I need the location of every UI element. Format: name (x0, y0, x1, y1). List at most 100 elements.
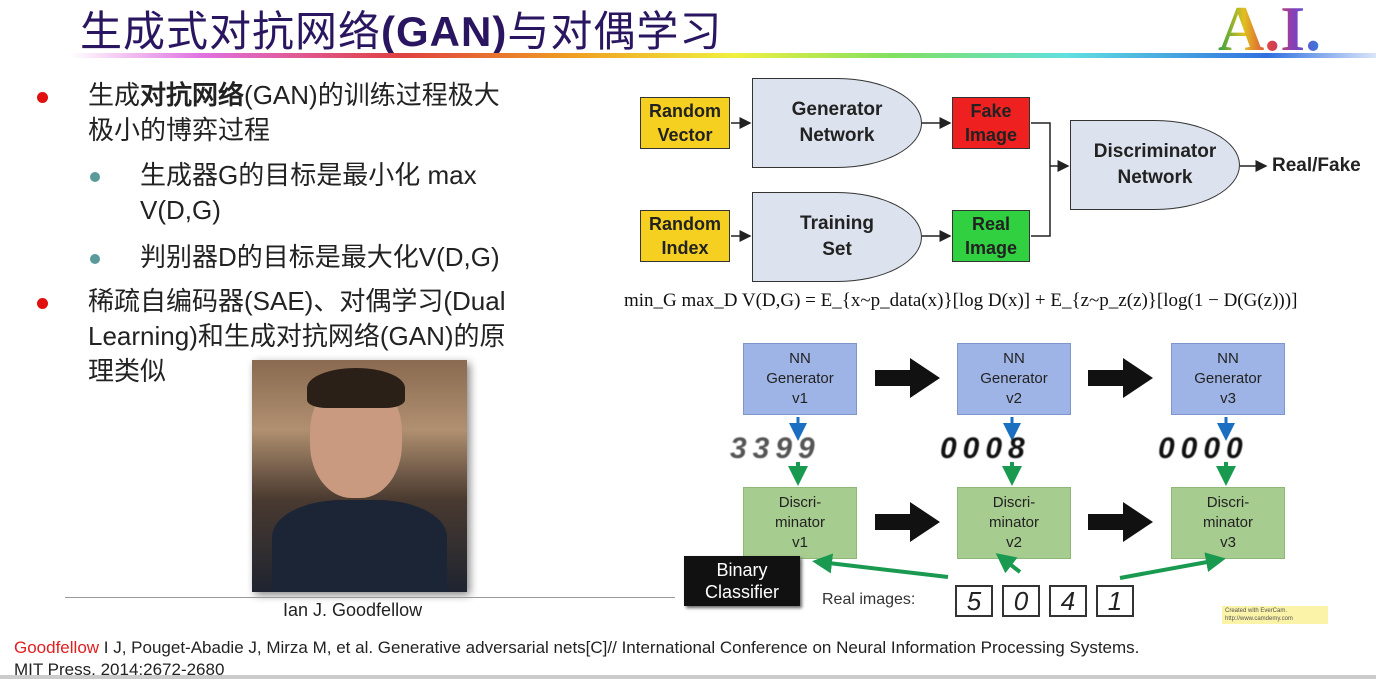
text: (GAN)的训练过程极大 (244, 80, 500, 110)
label: Network (799, 125, 875, 146)
label: Discriminator (1093, 141, 1217, 162)
real-digit: 5 (955, 585, 993, 617)
label: v2 (1006, 390, 1022, 407)
label: Fake (970, 101, 1012, 121)
bottom-border (0, 675, 1376, 679)
text: 判别器D的目标是最大化V(D,G) (140, 242, 500, 272)
label: Generator (766, 370, 834, 387)
generated-digits-v2: 0008 (940, 432, 1031, 465)
text: 理类似 (88, 356, 167, 386)
top-diagram-arrows (731, 117, 1268, 242)
generator-v1: NN Generator v1 (743, 343, 857, 415)
bullet-1: 生成对抗网络(GAN)的训练过程极大 极小的博弈过程 (88, 78, 500, 148)
label: v1 (792, 390, 808, 407)
black-arrow-icon (1088, 502, 1153, 542)
text: 生成 (88, 80, 141, 110)
label: v3 (1220, 390, 1236, 407)
label: Training (800, 213, 874, 234)
portrait-photo (252, 360, 467, 592)
black-arrow-icon (875, 358, 940, 398)
photo-caption: Ian J. Goodfellow (283, 600, 423, 620)
label: v1 (792, 534, 808, 551)
jacket (272, 500, 447, 592)
text: Learning)和生成对抗网络(GAN)的原 (88, 321, 506, 351)
divider (65, 597, 675, 598)
label: Vector (657, 125, 713, 145)
label: minator (988, 514, 1040, 531)
label: Random (649, 214, 721, 234)
generator-v3: NN Generator v3 (1171, 343, 1285, 415)
label: Discri- (778, 494, 822, 511)
label: NN (1003, 350, 1025, 367)
discriminator-v1: Discri-minator v1 (743, 487, 857, 559)
label: Generator (980, 370, 1048, 387)
generator-v2: NN Generator v2 (957, 343, 1071, 415)
label: Image (964, 238, 1018, 258)
label: Random (649, 101, 721, 121)
slide-title: 生成式对抗网络(GAN)与对偶学习 (80, 0, 722, 59)
text: V(D,G) (140, 195, 221, 225)
reference-author: Goodfellow (14, 638, 100, 657)
reference: Goodfellow I J, Pouget-Abadie J, Mirza M… (14, 637, 1374, 681)
label: Discri- (1206, 494, 1250, 511)
evercam-watermark: Created with EverCam. http://www.camdemy.… (1222, 606, 1328, 624)
black-arrow-icon (875, 502, 940, 542)
label: Network (1117, 167, 1193, 188)
reference-text: I J, Pouget-Abadie J, Mirza M, et al. Ge… (99, 638, 1140, 657)
sub-bullet-2: 判别器D的目标是最大化V(D,G) (140, 240, 500, 275)
hair (307, 368, 405, 408)
bullet-icon (37, 92, 48, 103)
label: Set (822, 239, 852, 260)
label: Image (964, 125, 1018, 145)
real-digit: 4 (1049, 585, 1087, 617)
bullet-icon (37, 298, 48, 309)
discriminator-v3: Discri-minator v3 (1171, 487, 1285, 559)
real-images-label: Real images: (822, 591, 916, 608)
label: minator (774, 514, 826, 531)
label: v2 (1006, 534, 1022, 551)
black-arrow-icon (1088, 358, 1153, 398)
real-digit: 0 (1002, 585, 1040, 617)
title-part: (GAN) (381, 8, 508, 55)
sub-bullet-icon (90, 254, 100, 264)
label: NN (1217, 350, 1239, 367)
generated-digits-v1: 3399 (730, 432, 821, 465)
sub-bullet-icon (90, 172, 100, 182)
label: Index (661, 238, 709, 258)
text: 生成器G的目标是最小化 max (140, 160, 477, 190)
text: 极小的博弈过程 (88, 115, 271, 145)
label: NN (789, 350, 811, 367)
title-part: 与对偶学习 (507, 8, 723, 55)
label: http://www.camdemy.com (1225, 616, 1293, 622)
label: v3 (1220, 534, 1236, 551)
label: Generator (1194, 370, 1262, 387)
real-fake-output: Real/Fake (1272, 155, 1361, 176)
reference-text: MIT Press, 2014:2672-2680 (14, 660, 225, 679)
label: Discri- (992, 494, 1036, 511)
text: 稀疏自编码器(SAE)、对偶学习(Dual (88, 286, 506, 316)
label: Classifier (704, 582, 779, 602)
label: minator (1202, 514, 1254, 531)
text-bold: 对抗网络 (140, 80, 245, 110)
ai-logo: A.I. (1218, 0, 1321, 66)
gan-formula: min_G max_D V(D,G) = E_{x~p_data(x)}[log… (624, 290, 1298, 311)
label: Generator (791, 99, 883, 120)
bullet-2: 稀疏自编码器(SAE)、对偶学习(Dual Learning)和生成对抗网络(G… (88, 284, 506, 389)
label: Binary (716, 560, 768, 580)
bottom-diagram-arrows (788, 358, 1236, 580)
sub-bullet-1: 生成器G的目标是最小化 max V(D,G) (140, 158, 477, 228)
label: Created with EverCam. (1225, 608, 1288, 614)
label: Real (971, 214, 1011, 234)
generated-digits-v3: 0000 (1158, 432, 1249, 465)
real-digit: 1 (1096, 585, 1134, 617)
title-part: 生成式对抗网络 (80, 8, 382, 55)
rainbow-divider (70, 53, 1376, 58)
